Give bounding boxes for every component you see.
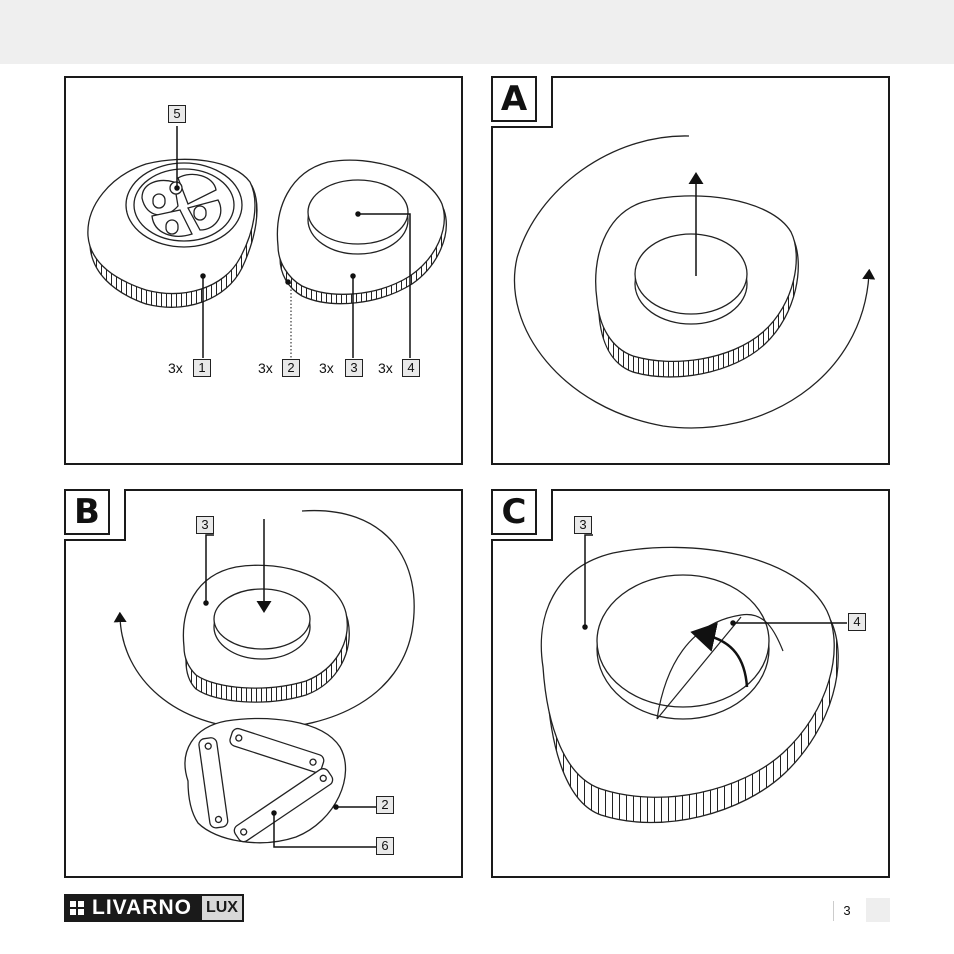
battery-compartment: [185, 719, 345, 844]
callout-3: 3: [345, 359, 363, 377]
step-label-b: B: [64, 489, 110, 535]
header-band: [0, 0, 954, 64]
panel-c: C 3 4: [491, 489, 890, 878]
step-label-b-tab: B: [64, 489, 126, 541]
step-label-a-tab: A: [491, 76, 553, 128]
page-marker: [866, 898, 890, 922]
step-b-drawing: [66, 491, 461, 876]
lamp-housing-open: [88, 159, 257, 307]
panel-b: B 3 2 6: [64, 489, 463, 878]
lamp-housing: [596, 196, 799, 377]
lamp-housing: [541, 547, 838, 822]
quantity-label-2: 3x: [258, 360, 273, 376]
callout-6: 6: [376, 837, 394, 855]
callout-4: 4: [402, 359, 420, 377]
callout-3: 3: [574, 516, 592, 534]
step-c-drawing: [493, 491, 888, 876]
callout-3: 3: [196, 516, 214, 534]
logo-text: LIVARNO: [92, 896, 192, 920]
step-a-drawing: [493, 78, 888, 463]
logo-squares-icon: [70, 901, 84, 915]
lamp-housing-closed: [277, 160, 446, 304]
quantity-label-3: 3x: [319, 360, 334, 376]
callout-2: 2: [376, 796, 394, 814]
quantity-label-4: 3x: [378, 360, 393, 376]
callout-5: 5: [168, 105, 186, 123]
callout-1: 1: [193, 359, 211, 377]
panel-a: A: [491, 76, 890, 465]
page-number: 3: [833, 901, 860, 921]
step-label-c: C: [491, 489, 537, 535]
step-label-c-tab: C: [491, 489, 553, 541]
logo-lux: LUX: [200, 894, 244, 922]
lamp-cover: [183, 565, 349, 702]
callout-4: 4: [848, 613, 866, 631]
brand-logo: LIVARNO LUX: [64, 894, 244, 922]
callout-2: 2: [282, 359, 300, 377]
overview-drawing: [66, 78, 461, 463]
quantity-label-1: 3x: [168, 360, 183, 376]
panel-overview: 5 3x 1 3x 2 3x 3 3x 4: [64, 76, 463, 465]
step-label-a: A: [491, 76, 537, 122]
